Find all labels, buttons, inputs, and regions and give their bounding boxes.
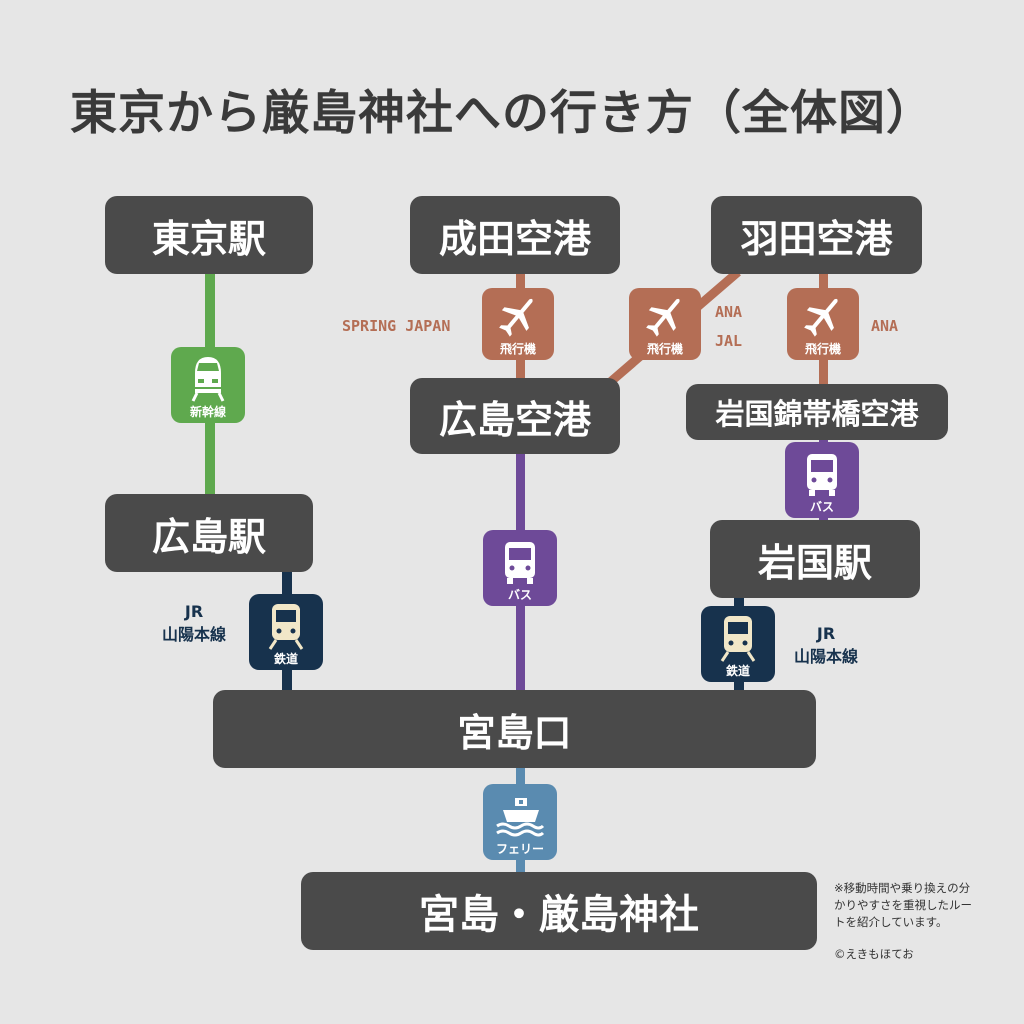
bus-icon [807, 454, 837, 496]
shinkansen-icon [191, 357, 225, 402]
ferry-caption: フェリー [495, 842, 544, 856]
carrier-jal-hiroshima: JAL [715, 332, 743, 350]
ferry-badge: フェリー [483, 784, 557, 860]
jr-label-left-line2: 山陽本線 [161, 625, 226, 644]
page-title: 東京から厳島神社への行き方（全体図） [70, 86, 934, 141]
shinkansen-badge: 新幹線 [171, 347, 245, 423]
station-miyajimaguchi: 宮島口 [213, 690, 816, 768]
bus-caption: バス [809, 500, 834, 514]
jr-label-right: JR 山陽本線 [782, 622, 870, 668]
plane-badge-haneda-iwakuni: 飛行機 [787, 288, 859, 360]
station-hiroshima-airport: 広島空港 [410, 378, 620, 454]
jr-label-left: JR 山陽本線 [150, 600, 238, 646]
bus-icon [505, 542, 535, 584]
plane-badge-narita: 飛行機 [482, 288, 554, 360]
airplane-icon [804, 298, 838, 337]
footnote: ※移動時間や乗り換えの分 かりやすさを重視したルー トを紹介しています。 [834, 880, 972, 931]
footnote-line3: トを紹介しています。 [834, 915, 948, 929]
train-badge-left: 鉄道 [249, 594, 323, 670]
bus-badge-iwakuni: バス [785, 442, 859, 518]
carrier-ana-iwakuni: ANA [871, 317, 899, 335]
airplane-icon [646, 298, 680, 337]
station-tokyo: 東京駅 [105, 196, 313, 274]
station-narita-airport: 成田空港 [410, 196, 620, 274]
jr-label-left-line1: JR [184, 602, 204, 621]
train-badge-right: 鉄道 [701, 606, 775, 682]
train-icon [720, 616, 756, 662]
plane-caption: 飛行機 [646, 342, 683, 356]
plane-badge-haneda-hiroshima: 飛行機 [629, 288, 701, 360]
station-iwakuni-kintaikyo-airport: 岩国錦帯橋空港 [686, 384, 948, 440]
bus-badge-hiroshima-airport: バス [483, 530, 557, 606]
footnote-line2: かりやすさを重視したルー [834, 898, 972, 912]
ferry-icon [496, 798, 545, 837]
airplane-icon [499, 298, 533, 337]
jr-label-right-line1: JR [816, 624, 836, 643]
station-haneda-airport: 羽田空港 [711, 196, 922, 274]
jr-label-right-line2: 山陽本線 [793, 647, 858, 666]
credit: ©えきもほてお [834, 947, 914, 961]
shinkansen-caption: 新幹線 [189, 405, 226, 419]
station-iwakuni: 岩国駅 [710, 520, 920, 598]
carrier-spring-japan: SPRING JAPAN [342, 317, 451, 335]
train-caption: 鉄道 [725, 664, 750, 678]
carrier-ana-hiroshima: ANA [715, 303, 743, 321]
train-caption: 鉄道 [273, 652, 298, 666]
plane-caption: 飛行機 [804, 342, 841, 356]
plane-caption: 飛行機 [499, 342, 536, 356]
bus-caption: バス [507, 588, 532, 602]
station-hiroshima: 広島駅 [105, 494, 313, 572]
station-miyajima-itsukushima: 宮島・厳島神社 [301, 872, 817, 950]
footnote-line1: ※移動時間や乗り換えの分 [834, 881, 971, 895]
train-icon [268, 604, 304, 650]
